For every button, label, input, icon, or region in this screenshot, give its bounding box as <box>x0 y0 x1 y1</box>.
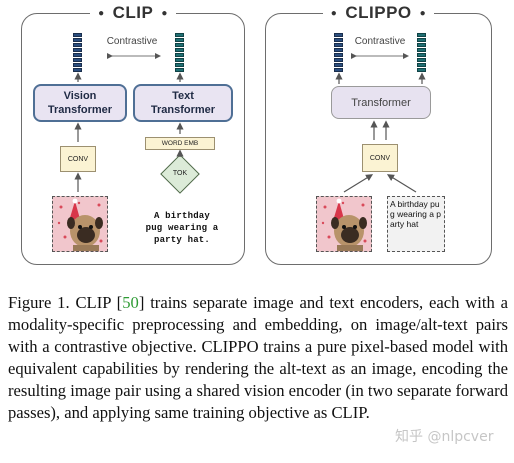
clippo-conv: CONV <box>362 144 398 172</box>
clippo-image-embedding <box>334 32 343 72</box>
clippo-text-embedding <box>417 32 426 72</box>
clip-contrastive-label: Contrastive <box>106 36 158 47</box>
clip-title-text: CLIP <box>106 3 160 22</box>
clippo-shared-transformer: Transformer <box>331 86 431 119</box>
caption-text-start: CLIP [ <box>75 293 123 312</box>
clip-title: ●CLIP● <box>22 3 244 24</box>
figure-caption: Figure 1. CLIP [50] trains separate imag… <box>8 292 508 424</box>
clip-alt-text: A birthday pug wearing a party hat. <box>145 211 219 245</box>
clippo-rendered-text-image: A birthday pu g wearing a p arty hat <box>387 196 445 252</box>
caption-text-rest: ] trains separate image and text encoder… <box>8 293 508 422</box>
clippo-title-text: CLIPPO <box>339 3 418 22</box>
clippo-arrows <box>335 53 426 193</box>
clip-pug-image <box>52 196 108 252</box>
clippo-title: ●CLIPPO● <box>266 3 491 24</box>
clip-tok-label: TOK <box>172 170 188 177</box>
clippo-panel: ●CLIPPO● Contrastive Transformer CONV A … <box>265 3 492 265</box>
clip-conv: CONV <box>60 146 96 172</box>
clip-word-emb: WORD EMB <box>145 137 215 150</box>
clippo-contrastive-label: Contrastive <box>354 36 406 47</box>
zhihu-watermark: 知乎 @nlpcver <box>395 429 494 445</box>
clip-image-embedding <box>73 32 82 72</box>
caption-figure-label: Figure 1. <box>8 293 70 312</box>
clip-text-embedding <box>175 32 184 72</box>
citation-link[interactable]: 50 <box>122 293 139 312</box>
clippo-pug-image <box>316 196 372 252</box>
